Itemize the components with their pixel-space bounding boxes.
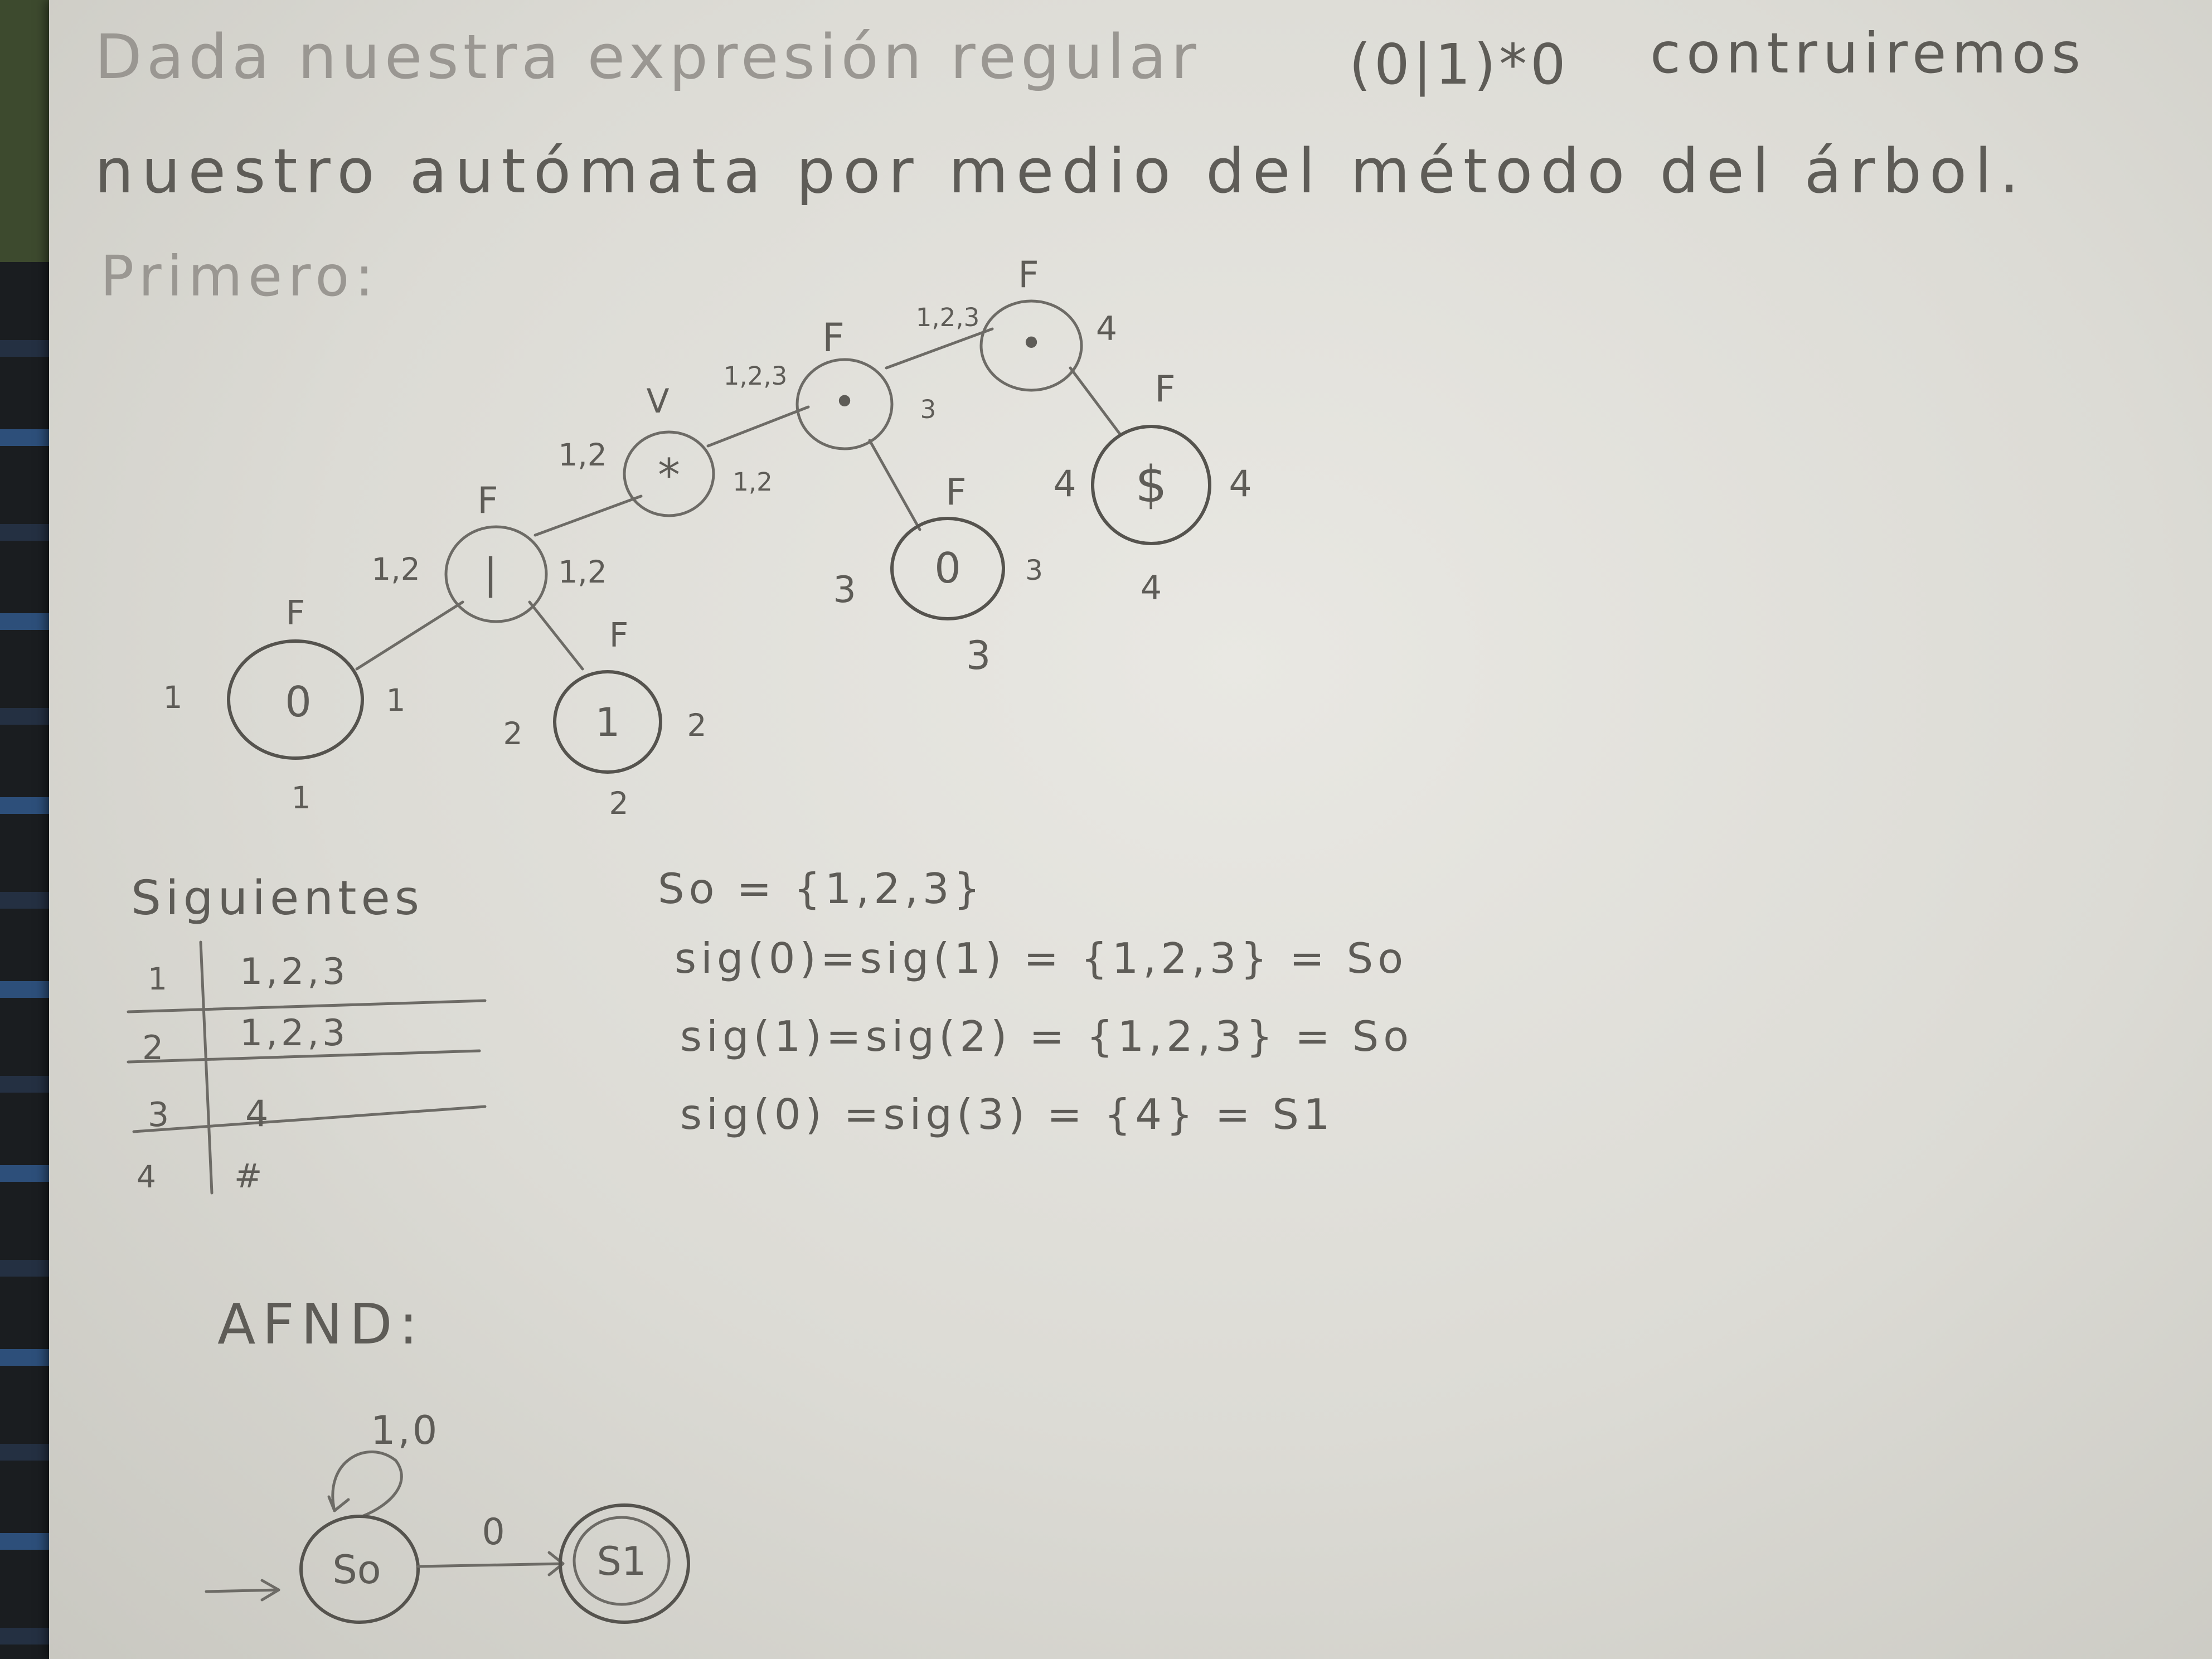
state-line: sig(0)=sig(1) = {1,2,3} = So xyxy=(675,934,1408,983)
edge-concat-star xyxy=(706,405,810,448)
table-line-3 xyxy=(132,1105,487,1133)
state-s1-outer xyxy=(559,1503,690,1624)
intro-line1-a: Dada nuestra expresión regular xyxy=(95,21,1201,93)
svg-text:1,2,3: 1,2,3 xyxy=(916,303,980,332)
svg-text:3: 3 xyxy=(1025,554,1043,586)
svg-text:V: V xyxy=(646,382,669,421)
svg-text:F: F xyxy=(477,480,498,522)
svg-text:$: $ xyxy=(1135,455,1167,514)
svg-text:2: 2 xyxy=(142,1029,163,1068)
automaton: AFND: 1,0 So 0 S1 xyxy=(205,1292,690,1624)
tree-node-leaf1: 1 F 2 2 2 xyxy=(503,616,707,821)
svg-text:•: • xyxy=(1020,321,1042,366)
state-s1-label: S1 xyxy=(597,1539,647,1584)
svg-text:0: 0 xyxy=(934,544,961,593)
svg-text:4: 4 xyxy=(137,1159,156,1195)
self-loop-arrowhead xyxy=(327,1495,350,1512)
paper-sheet xyxy=(49,0,2212,1659)
svg-text:2: 2 xyxy=(609,785,629,821)
intro-line1-b: contruiremos xyxy=(1650,21,2086,86)
svg-text:4: 4 xyxy=(1141,569,1162,608)
svg-text:1: 1 xyxy=(386,682,406,718)
svg-text:*: * xyxy=(658,449,680,501)
self-loop-edge xyxy=(331,1451,403,1518)
tree-node-star: * V 1,2 1,2 xyxy=(558,382,773,517)
svg-text:1: 1 xyxy=(148,961,167,997)
tree-node-leaf0: 0 F 1 1 1 xyxy=(163,594,406,816)
intro-first: Primero: xyxy=(100,244,379,309)
svg-text:1,2: 1,2 xyxy=(733,467,773,497)
edge-concat-leaf0b xyxy=(868,439,921,531)
svg-text:F: F xyxy=(286,594,305,633)
table-divider-vertical xyxy=(199,940,214,1195)
transition-label: 0 xyxy=(482,1511,505,1553)
tree-node-concat-mid: • F 1,2,3 3 xyxy=(724,315,937,450)
start-arrow xyxy=(205,1588,280,1593)
state-line: So = {1,2,3} xyxy=(658,864,984,913)
svg-text:#: # xyxy=(234,1157,262,1196)
state-s1-inner xyxy=(573,1516,671,1606)
followpos-row: 2 1,2,3 xyxy=(142,1012,348,1068)
svg-text:1: 1 xyxy=(595,700,620,745)
table-line-1 xyxy=(127,999,487,1013)
tree-node-concat-top: • F 1,2,3 4 xyxy=(916,254,1117,392)
tree-node-end: $ F 4 4 4 xyxy=(1053,368,1251,608)
svg-text:1,2,3: 1,2,3 xyxy=(240,951,348,993)
monitor-edge xyxy=(0,262,50,1659)
svg-text:2: 2 xyxy=(687,707,707,743)
state-s0 xyxy=(299,1515,420,1624)
automaton-title: AFND: xyxy=(217,1292,424,1357)
tree-node-leaf0b: 0 F 3 3 3 xyxy=(833,472,1043,678)
tree-edges xyxy=(355,327,1122,671)
svg-text:1,2: 1,2 xyxy=(558,554,607,590)
followpos-row: 1 1,2,3 xyxy=(148,951,348,997)
edge-top-mid xyxy=(885,327,994,370)
svg-text:•: • xyxy=(833,379,856,425)
state-s0-label: So xyxy=(332,1547,381,1593)
followpos-row: 3 4 xyxy=(148,1093,268,1135)
svg-text:3: 3 xyxy=(920,395,937,424)
svg-text:F: F xyxy=(1018,254,1039,296)
edge-or-leaf0 xyxy=(355,600,464,671)
svg-text:F: F xyxy=(945,472,966,513)
edge-or-leaf1 xyxy=(528,600,584,671)
edge-star-or xyxy=(533,494,643,537)
tree-node-or: | F 1,2 1,2 xyxy=(371,480,607,623)
loop-label: 1,0 xyxy=(371,1408,439,1453)
svg-text:|: | xyxy=(483,549,497,598)
svg-text:F: F xyxy=(609,616,629,655)
svg-text:0: 0 xyxy=(285,677,312,726)
intro-line2: nuestro autómata por medio del método de… xyxy=(95,135,2027,207)
edge-top-end xyxy=(1069,366,1122,436)
followpos-row: 4 # xyxy=(137,1157,262,1196)
intro-text: Dada nuestra expresión regular (0|1)*0 c… xyxy=(95,21,2086,309)
svg-text:1,2: 1,2 xyxy=(371,551,420,587)
state-line: sig(1)=sig(2) = {1,2,3} = So xyxy=(680,1012,1413,1061)
followpos-table: Siguientes 1 1,2,3 2 1,2,3 3 4 4 # xyxy=(127,871,487,1196)
svg-text:4: 4 xyxy=(245,1093,268,1135)
intro-regex: (0|1)*0 xyxy=(1349,32,1569,97)
transition-edge xyxy=(416,1562,565,1568)
svg-text:1: 1 xyxy=(292,780,311,816)
svg-text:F: F xyxy=(1154,368,1175,410)
svg-text:1,2: 1,2 xyxy=(558,437,607,473)
state-computations: So = {1,2,3} sig(0)=sig(1) = {1,2,3} = S… xyxy=(658,864,1413,1139)
svg-text:2: 2 xyxy=(503,716,523,751)
svg-text:1: 1 xyxy=(163,680,183,715)
svg-text:1,2,3: 1,2,3 xyxy=(240,1012,348,1054)
followpos-title: Siguientes xyxy=(131,871,424,926)
svg-text:4: 4 xyxy=(1053,463,1076,505)
svg-text:F: F xyxy=(822,315,845,361)
svg-text:3: 3 xyxy=(148,1095,169,1134)
svg-text:3: 3 xyxy=(833,569,856,611)
svg-text:1,2,3: 1,2,3 xyxy=(724,361,788,391)
state-line: sig(0) =sig(3) = {4} = S1 xyxy=(680,1090,1335,1139)
svg-text:3: 3 xyxy=(966,633,991,678)
svg-text:4: 4 xyxy=(1229,463,1251,505)
svg-text:4: 4 xyxy=(1096,309,1117,348)
start-arrowhead xyxy=(260,1579,280,1602)
table-line-2 xyxy=(127,1049,481,1064)
